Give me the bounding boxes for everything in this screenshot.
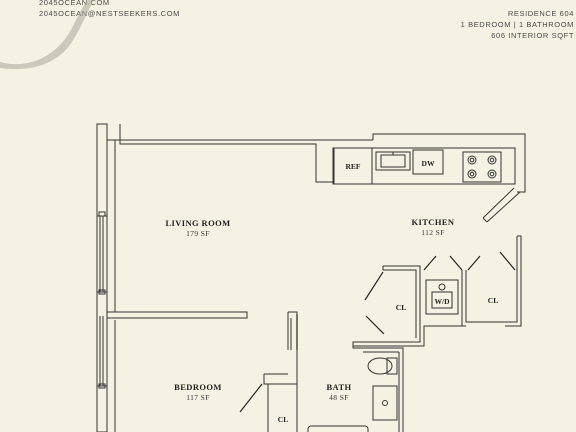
header-residence-info: RESIDENCE 604 1 BEDROOM | 1 BATHROOM 606… bbox=[461, 8, 574, 41]
walls bbox=[96, 123, 526, 432]
bath-area: 48 SF bbox=[329, 393, 349, 402]
appliances bbox=[333, 147, 502, 185]
kitchen-label: KITCHEN bbox=[412, 217, 455, 227]
website-text: 2045OCEAN.COM bbox=[39, 0, 110, 7]
living-room-area: 179 SF bbox=[186, 229, 210, 238]
bed-bath-count: 1 BEDROOM | 1 BATHROOM bbox=[460, 20, 574, 29]
kitchen-area: 112 SF bbox=[421, 228, 445, 237]
bedroom-label: BEDROOM bbox=[174, 382, 222, 392]
dishwasher-label: DW bbox=[422, 159, 435, 168]
residence-number: RESIDENCE 604 bbox=[507, 9, 574, 18]
washer-dryer-label: W/D bbox=[435, 297, 451, 306]
interior-sqft: 606 INTERIOR SQFT bbox=[491, 31, 574, 40]
bedroom-area: 117 SF bbox=[186, 393, 210, 402]
email-text: 2045OCEAN@NESTSEEKERS.COM bbox=[39, 9, 180, 18]
living-room-label: LIVING ROOM bbox=[165, 218, 230, 228]
refrigerator-label: REF bbox=[346, 162, 361, 171]
bath-label: BATH bbox=[326, 382, 351, 392]
header-contact: 2045OCEAN.COM 2045OCEAN@NESTSEEKERS.COM bbox=[39, 0, 180, 19]
closet-label-hall: CL bbox=[396, 303, 406, 312]
closet-label-utility: CL bbox=[488, 296, 498, 305]
doors bbox=[239, 251, 516, 413]
closet-label-bedroom: CL bbox=[278, 415, 288, 424]
logo-swoosh bbox=[0, 0, 94, 70]
